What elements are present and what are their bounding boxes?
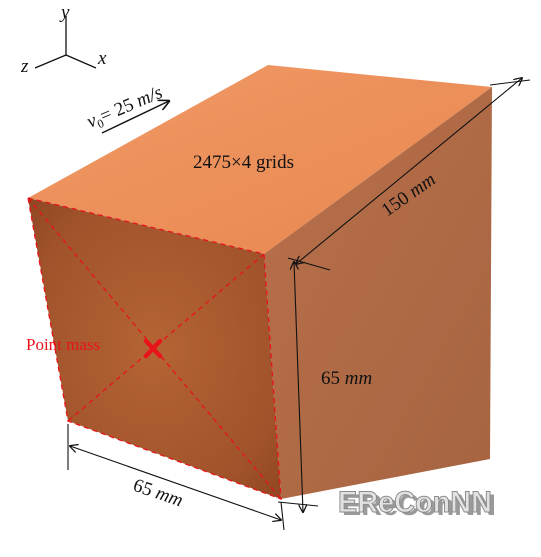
svg-text:EReConNN: EReConNN (338, 486, 492, 519)
length-dimension (287, 78, 531, 271)
grid-label: 2475×4 grids (193, 152, 294, 173)
x-axis-label: x (97, 48, 107, 69)
height-label: 65 mm (321, 368, 372, 389)
point-mass-label: Point mass (26, 335, 100, 354)
y-axis-label: y (59, 2, 70, 23)
width-dimension (67, 424, 285, 531)
velocity-subscript: 0 (95, 116, 106, 131)
axis-triad (34, 16, 97, 69)
velocity-arrow (101, 101, 169, 134)
width-label: 65 mm (130, 475, 185, 512)
height-dimension (277, 262, 319, 512)
svg-text:EReConNN: EReConNN (342, 489, 496, 522)
point-mass-marker (143, 338, 163, 359)
z-axis-label: z (20, 56, 29, 77)
z-axis-line (34, 54, 67, 69)
watermark-logo: EReConNN EReConNN (338, 486, 497, 523)
x-axis-line (65, 54, 97, 69)
